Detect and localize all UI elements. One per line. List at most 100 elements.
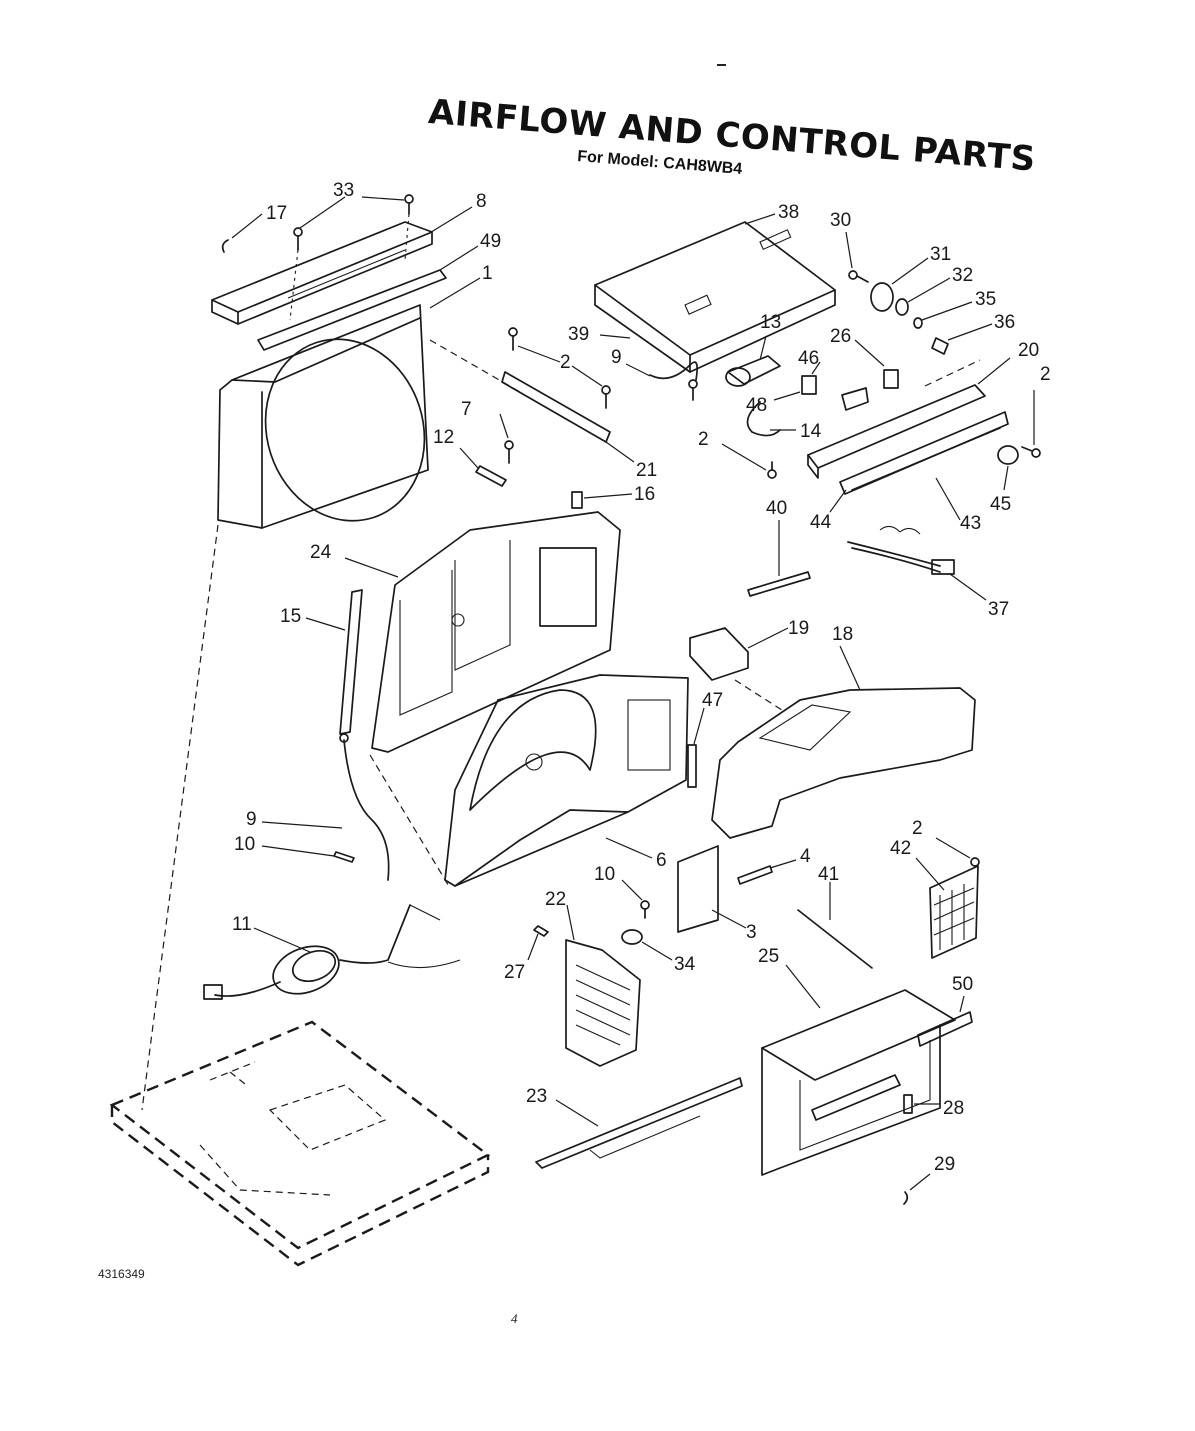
callout-21: 21 [636, 460, 657, 481]
part-35-washer [913, 317, 923, 329]
callout-38: 38 [778, 202, 799, 223]
callout-34: 34 [674, 954, 696, 975]
part-27-clip [533, 925, 549, 937]
part-23-deflector [535, 1077, 743, 1169]
part-18-air-duct [711, 687, 976, 839]
callout-42: 42 [890, 838, 911, 859]
callout-19: 19 [788, 618, 809, 639]
part-36-switch [931, 337, 949, 355]
part-7-screw [504, 440, 514, 464]
callout-16: 16 [634, 484, 655, 505]
callout-47: 47 [702, 690, 723, 711]
corner-mark [717, 64, 726, 66]
part-48-thermostat [841, 387, 869, 411]
part-50-strip [917, 1011, 973, 1047]
part-37-harness [847, 525, 955, 575]
part-29-clip [903, 1191, 909, 1205]
part-26-switch [883, 369, 899, 389]
callout-32: 32 [952, 265, 973, 286]
callout-24: 24 [310, 542, 332, 563]
alignment-line [141, 524, 219, 1111]
part-11-power-cord [203, 904, 461, 1000]
callout-17: 17 [266, 203, 287, 224]
callout-22: 22 [545, 889, 566, 910]
part-43-panel [851, 427, 1001, 491]
callout-10-center: 10 [594, 864, 615, 885]
part-6-blower-housing [444, 674, 689, 887]
callout-27: 27 [504, 962, 525, 983]
part-49-strip [257, 269, 447, 351]
part-9-wire-top [649, 361, 698, 401]
callout-26: 26 [830, 326, 851, 347]
part-22-heater [565, 939, 641, 1067]
part-44-panel [839, 411, 1009, 495]
alignment-line [924, 359, 981, 387]
callout-37: 37 [988, 599, 1009, 620]
part-31-knob [870, 282, 894, 312]
part-3-bracket [677, 845, 719, 933]
base-pan [109, 1020, 491, 1267]
part-42-filter [929, 857, 980, 959]
callout-20: 20 [1018, 340, 1039, 361]
part-16-clip [571, 491, 583, 509]
callout-31: 31 [930, 244, 951, 265]
part-10-screw-left [333, 851, 355, 863]
callout-41: 41 [818, 864, 839, 885]
callout-30: 30 [830, 210, 851, 231]
part-30-screw [848, 270, 869, 283]
callout-7: 7 [461, 399, 472, 420]
callout-44: 44 [810, 512, 832, 533]
callout-9-lower: 9 [246, 809, 257, 830]
callout-8: 8 [476, 191, 487, 212]
part-46-relay [801, 375, 817, 395]
callout-49: 49 [480, 231, 501, 252]
callout-12: 12 [433, 427, 454, 448]
callout-46: 46 [798, 348, 819, 369]
part-34-thermostat [621, 929, 643, 945]
document-number: 4316349 [98, 1267, 145, 1281]
callout-25: 25 [758, 946, 779, 967]
part-47-spacer [687, 744, 697, 788]
part-13-capacitor [725, 355, 781, 387]
callout-2-upper: 2 [560, 352, 571, 373]
callout-39: 39 [568, 324, 589, 345]
callout-4: 4 [800, 846, 811, 867]
callout-13: 13 [760, 312, 781, 333]
callout-35: 35 [975, 289, 996, 310]
part-10-screw-center [640, 900, 650, 919]
part-45-knob [997, 445, 1019, 465]
callout-50: 50 [952, 974, 973, 995]
alignment-line [369, 754, 451, 889]
part-17-clip [221, 239, 229, 253]
callout-3: 3 [746, 922, 757, 943]
part-21-rail [501, 327, 611, 443]
part-41-rod [797, 909, 873, 969]
callout-1: 1 [482, 263, 493, 284]
part-19-bracket [689, 627, 749, 681]
part-24-partition [371, 511, 621, 753]
callouts: 33 17 8 49 1 38 30 31 32 35 36 39 2 [231, 180, 1051, 1191]
callout-6: 6 [656, 850, 667, 871]
part-40-tie [747, 571, 811, 597]
part-25-front-frame [761, 989, 956, 1176]
part-4-clip [737, 865, 773, 885]
page-number: 4 [511, 1311, 518, 1326]
callout-9-upper: 9 [611, 347, 622, 368]
alignment-line [734, 679, 786, 713]
callout-28: 28 [943, 1098, 964, 1119]
callout-48: 48 [746, 395, 767, 416]
callout-40: 40 [766, 498, 787, 519]
part-14-wire [746, 401, 781, 437]
callout-10-left: 10 [234, 834, 255, 855]
part-33-screws [289, 194, 414, 321]
callout-15: 15 [280, 606, 301, 627]
callout-23: 23 [526, 1086, 547, 1107]
callout-33: 33 [333, 180, 354, 201]
part-20-panel-bracket [807, 384, 986, 479]
part-32-washer [895, 298, 909, 316]
part-1-fan-shroud [217, 304, 429, 529]
callout-2-filter: 2 [912, 818, 923, 839]
part-38-control-bracket [594, 221, 836, 373]
